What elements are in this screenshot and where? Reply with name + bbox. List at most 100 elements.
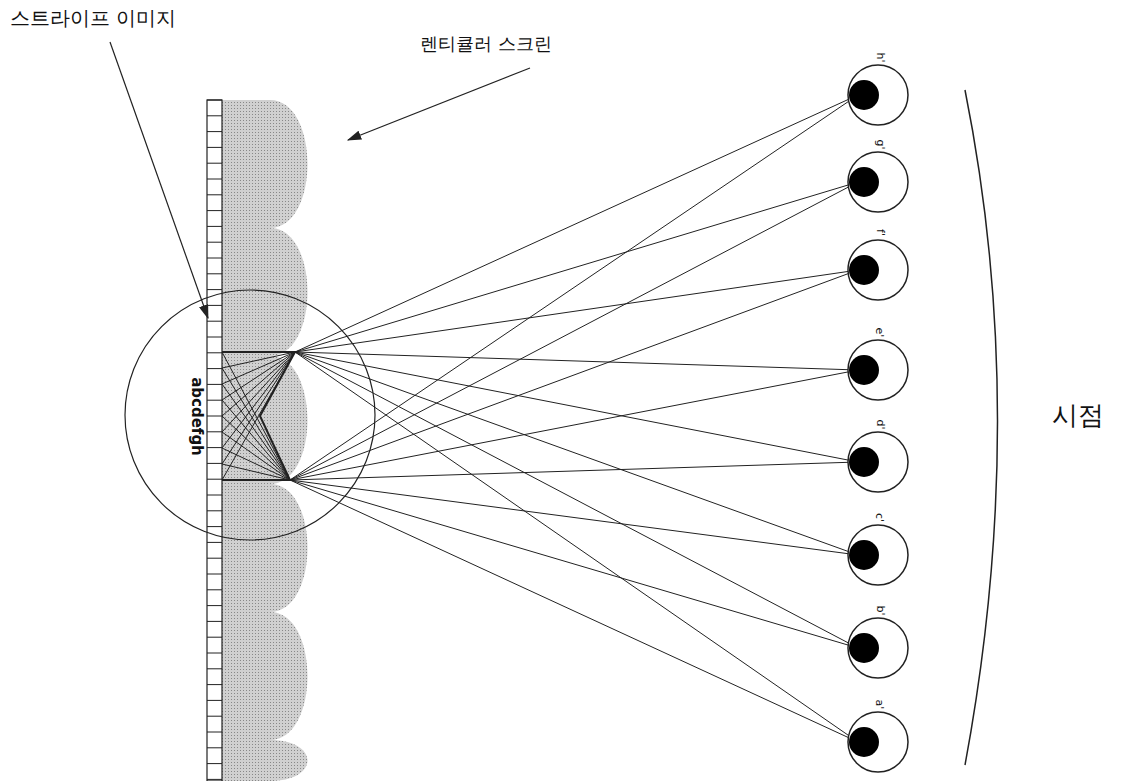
stripe-cell: [207, 526, 222, 527]
eye-pupil: [849, 167, 879, 197]
stripe-cell: [207, 732, 222, 733]
eye-pupil: [849, 540, 879, 570]
ray: [290, 480, 858, 742]
stripe-cell: [207, 337, 222, 338]
stripe-cell: [207, 131, 222, 132]
lenticular-screen: [222, 100, 308, 781]
stripe-cell: [207, 495, 222, 496]
ray: [222, 368, 290, 480]
ray: [222, 352, 295, 353]
ray: [295, 182, 858, 352]
leader-line: [110, 42, 208, 318]
ray: [290, 462, 858, 480]
ray: [295, 352, 858, 462]
lens-band: [222, 100, 308, 781]
leader-line: [348, 68, 530, 140]
stripe-cell: [207, 258, 222, 259]
ray: [222, 480, 290, 481]
caption-label: 렌티큘러 스크린: [420, 35, 552, 53]
ray: [222, 448, 290, 480]
stripe-cell: [207, 779, 222, 780]
viewpoint-label: e': [874, 327, 885, 337]
ray: [222, 384, 290, 480]
stripe-cell: [207, 747, 222, 748]
stripe-cell: [207, 668, 222, 669]
viewpoint-label: a': [874, 699, 885, 709]
ray: [290, 370, 858, 480]
caption-label: 시점: [1052, 402, 1104, 428]
stripe-image: [207, 100, 222, 781]
ray: [290, 182, 858, 480]
ray: [295, 270, 858, 352]
ray: [290, 95, 858, 480]
light-rays: [222, 95, 858, 742]
stripe-cell: [207, 416, 222, 417]
stripe-cell: [207, 384, 222, 385]
eye-pupil: [849, 633, 879, 663]
stripe-cell: [207, 431, 222, 432]
magnify-circle: [125, 290, 375, 540]
stripe-cell: [207, 368, 222, 369]
stripe-cell: [207, 100, 222, 101]
stripe-cell: [207, 147, 222, 148]
eye-pupil: [849, 80, 879, 110]
viewpoint-label: d': [874, 419, 885, 429]
viewpoint-label: g': [874, 139, 885, 149]
ray: [222, 352, 295, 480]
stripe-cell: [207, 289, 222, 290]
eye-pupil: [849, 727, 879, 757]
stripe-cell: [207, 226, 222, 227]
ray: [295, 352, 858, 742]
stripe-cell: [207, 605, 222, 606]
stripe-cell: [207, 115, 222, 116]
stripe-letters: abcdefgh: [188, 377, 203, 456]
stripe-cell: [207, 716, 222, 717]
eye-ball: [848, 525, 908, 585]
stripe-cell: [207, 352, 222, 353]
stripe-cell: [207, 542, 222, 543]
viewpoint-label: h': [875, 52, 886, 62]
stripe-cell: [207, 763, 222, 764]
ray: [290, 480, 858, 648]
viewpoint-arc: [965, 90, 998, 765]
stripe-column: [207, 100, 222, 781]
eye-ball: [848, 152, 908, 212]
ray: [222, 352, 295, 416]
ray: [222, 352, 295, 464]
ray: [222, 352, 295, 400]
stripe-cell: [207, 179, 222, 180]
stripe-cell: [207, 242, 222, 243]
stripe-cell: [207, 210, 222, 211]
ray: [290, 270, 858, 480]
stripe-cell: [207, 589, 222, 590]
eye-ball: [848, 340, 908, 400]
stripe-cell: [207, 637, 222, 638]
viewpoint-label: f': [875, 229, 886, 236]
ray: [222, 464, 290, 480]
eye-ball: [848, 65, 908, 125]
stripe-cell: [207, 700, 222, 701]
stripe-cell: [207, 163, 222, 164]
stripe-cell: [207, 321, 222, 322]
eye-ball: [848, 618, 908, 678]
stripe-cell: [207, 273, 222, 274]
ray: [295, 352, 858, 370]
eye-ball: [848, 432, 908, 492]
stripe-cell: [207, 447, 222, 448]
ray: [295, 95, 858, 352]
ray: [295, 352, 858, 555]
eye-ball: [848, 712, 908, 772]
eye-pupil: [849, 447, 879, 477]
ray: [290, 480, 858, 555]
stripe-cell: [207, 463, 222, 464]
stripe-cell: [207, 400, 222, 401]
stripe-cell: [207, 510, 222, 511]
eye-pupil: [849, 355, 879, 385]
lens-outline: [222, 352, 295, 480]
ray: [222, 432, 290, 480]
eye-ball: [848, 240, 908, 300]
stripe-cell: [207, 479, 222, 480]
caption-label: 스트라이프 이미지: [10, 8, 176, 28]
stripe-cell: [207, 621, 222, 622]
